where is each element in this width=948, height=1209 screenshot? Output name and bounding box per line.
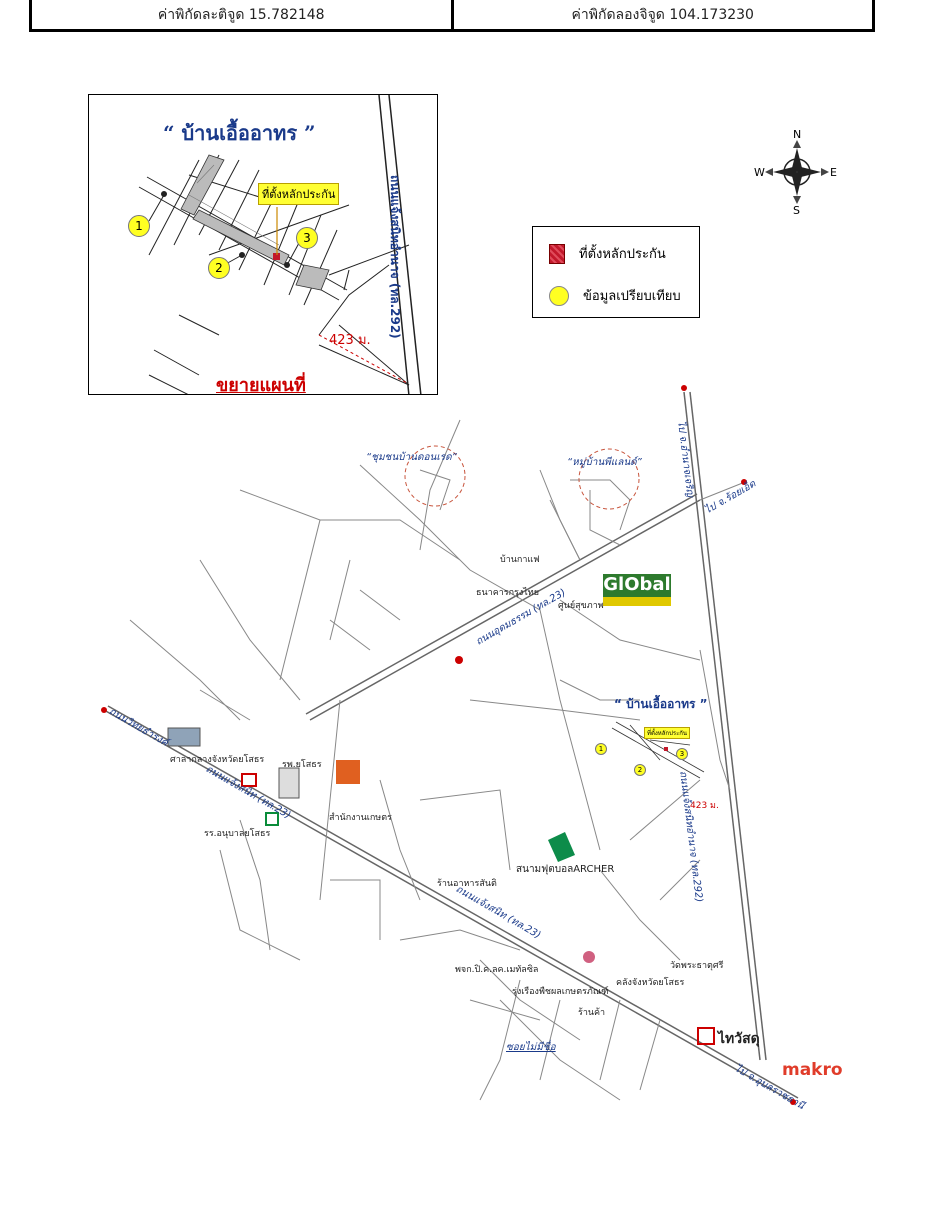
main-marker-1: 1: [595, 743, 607, 755]
inset-roads: [138, 95, 422, 394]
west-end-icon: [101, 707, 107, 713]
community-1-label: “ชุมชนบ้านดอนเรด”: [366, 452, 457, 463]
community-circle-1: [404, 445, 466, 507]
thaiwatsadu-icon: [697, 1027, 715, 1045]
kaset-label: สำนักงานเกษตร: [329, 813, 392, 823]
inset-marker-2: 2: [208, 257, 230, 279]
latitude-label: ค่าพิกัดละติจูด 15.782148: [157, 6, 325, 23]
main-collateral-tag: ที่ตั้งหลักประกัน: [644, 727, 691, 739]
inset-collateral-tag: ที่ตั้งหลักประกัน: [258, 183, 340, 205]
main-collateral-marker: [664, 747, 668, 751]
archer-field: [548, 832, 575, 862]
legend: ที่ตั้งหลักประกัน ข้อมูลเปรียบเทียบ: [532, 226, 700, 318]
inset-map: “ บ้านเอื้ออาทร ” ที่ตั้งหลักประกัน 1 2 …: [88, 94, 438, 395]
compass-rose-icon: [765, 140, 829, 204]
compass-n: N: [793, 128, 802, 141]
inset-title: “ บ้านเอื้ออาทร ”: [163, 121, 316, 145]
compass: N S E W: [754, 128, 844, 222]
wat-label: วัดพระธาตุศรี: [670, 961, 724, 971]
center-label: ศูนย์สุขภาพ: [558, 601, 604, 611]
school-label: รร.อนุบาลยโสธร: [204, 829, 271, 839]
main-marker-2: 2: [634, 764, 646, 776]
coordinate-bar: ค่าพิกัดละติจูด 15.782148 ค่าพิกัดลองจิจ…: [29, 0, 875, 32]
global-house-logo: GlObal: [603, 574, 671, 606]
kang-label: ร้านค้า: [578, 1008, 606, 1018]
rung-label: รุ่งเรืองพืชผลเกษตรภัณฑ์: [512, 987, 609, 997]
compass-w: W: [754, 166, 765, 179]
inset-distance: 423 ม.: [329, 333, 371, 348]
depot-label: คลังจังหวัดยโสธร: [616, 978, 685, 988]
legend-collateral: ที่ตั้งหลักประกัน: [549, 243, 666, 264]
community-2-label: “หมู่บ้านพีแลนด์”: [567, 457, 642, 468]
inset-marker-3: 3: [296, 227, 318, 249]
community-circle-2: [578, 448, 640, 510]
legend-collateral-label: ที่ตั้งหลักประกัน: [579, 247, 666, 262]
archer-label: สนามฟุตบอลARCHER: [516, 864, 615, 875]
compass-e: E: [830, 166, 837, 179]
longitude-label: ค่าพิกัดลองจิจูด 104.173230: [450, 0, 873, 29]
red-poi-icon: [455, 656, 463, 664]
main-project-title: “ บ้านเอื้ออาทร ”: [614, 697, 708, 711]
ktb-label: ธนาคารกรุงไทย: [476, 588, 540, 598]
main-marker-3: 3: [676, 748, 688, 760]
cafe-label: บ้านกาแฟ: [500, 555, 540, 565]
legend-comparison-label: ข้อมูลเปรียบเทียบ: [583, 289, 681, 304]
inset-marker-1: 1: [128, 215, 150, 237]
hospital-icon: [278, 767, 300, 799]
southeast-end-icon: [790, 1099, 796, 1105]
collateral-marker: [273, 253, 280, 260]
east-end-icon: [741, 479, 747, 485]
collateral-swatch: [549, 243, 565, 264]
office-label: ศาลากลางจังหวัดยโสธร: [170, 755, 265, 765]
shop-icon: [336, 760, 360, 784]
north-end-icon: [681, 385, 687, 391]
legend-comparison: ข้อมูลเปรียบเทียบ: [549, 285, 681, 306]
seven-eleven-icon: [265, 812, 279, 826]
comparison-swatch: [549, 285, 569, 306]
flower-icon: [583, 951, 595, 963]
soi-label: ซอยไม่มีชื่อ: [506, 1042, 556, 1053]
thaiwatsadu-logo: ไทวัสดุ: [697, 1027, 760, 1050]
ptt-label: พจก.ปิ.ค.ลค.เมทัลซิล: [455, 965, 539, 975]
compass-s: S: [793, 204, 800, 217]
inset-zoom-label: ขยายแผนที่: [216, 375, 306, 395]
bank-icon: [241, 773, 257, 787]
main-distance: 423 ม.: [690, 801, 719, 811]
restaurant-label: ร้านอาหารสันติ: [437, 879, 497, 889]
global-label: GlObal: [603, 574, 671, 595]
hospital-label: รพ.ยโสธร: [282, 760, 322, 770]
office-building-icon: [167, 727, 201, 747]
makro-logo: makro: [782, 1060, 843, 1080]
thaiwatsadu-label: ไทวัสดุ: [718, 1031, 760, 1047]
